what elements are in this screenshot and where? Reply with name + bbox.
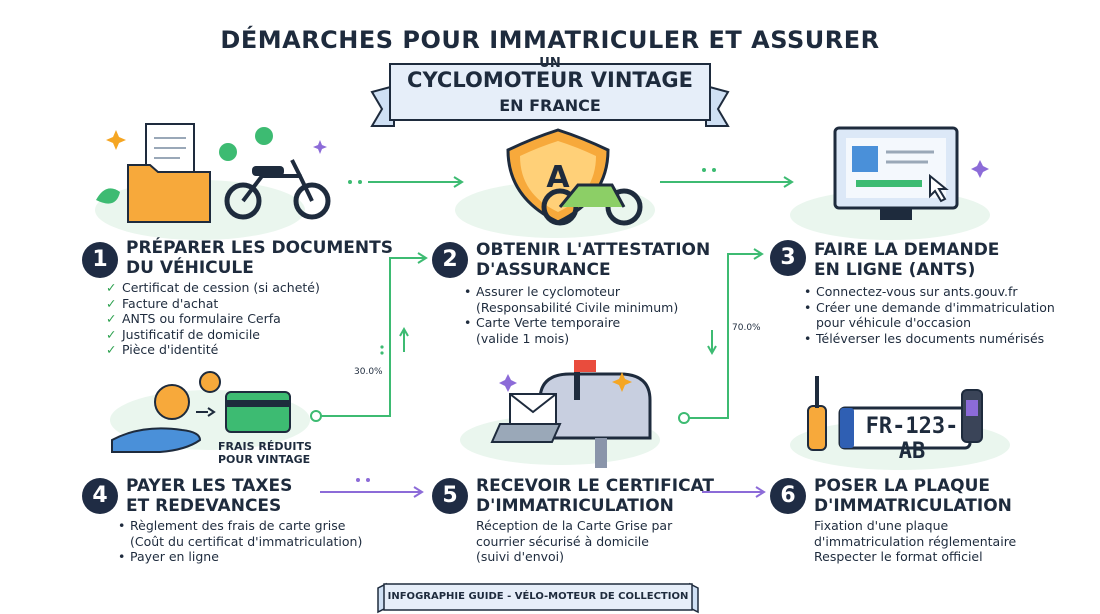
step-4-number: 4	[82, 478, 118, 514]
list-item: •Règlement des frais de carte grise (Coû…	[118, 518, 363, 549]
list-item: ✓ANTS ou formulaire Cerfa	[106, 311, 281, 326]
ribbon-line-3: EN FRANCE	[499, 96, 601, 115]
arrow-5-to-6-icon	[702, 486, 766, 498]
step-4-title: PAYER LES TAXES ET REDEVANCES	[126, 476, 293, 516]
list-item: •Créer une demande d'immatriculation pou…	[804, 299, 1055, 331]
ribbon-shape	[370, 63, 730, 127]
step-1-title: PRÉPARER LES DOCUMENTS DU VÉHICULE	[126, 238, 393, 278]
plate-tools-icon	[790, 376, 1010, 470]
step-5-text: Réception de la Carte Grise par courrier…	[476, 518, 673, 564]
arrow-1-to-2-icon	[348, 176, 464, 188]
step-6-number: 6	[770, 478, 806, 514]
list-item: ✓Certificat de cession (si acheté)	[106, 280, 320, 295]
mailbox-icon	[460, 360, 660, 468]
documents-folder-icon	[95, 123, 305, 240]
step-3-number: 3	[770, 240, 806, 276]
list-item: •Carte Verte temporaire (valide 1 mois)	[464, 315, 621, 346]
footer-ribbon-shape	[377, 582, 699, 614]
list-item: ✓Pièce d'identité	[106, 342, 219, 357]
footer-text: INFOGRAPHIE GUIDE - VÉLO-MOTEUR DE COLLE…	[387, 591, 689, 602]
step-1-number: 1	[82, 242, 118, 278]
ribbon-line-2: CYCLOMOTEUR VINTAGE	[407, 68, 693, 92]
step-2-number: 2	[432, 242, 468, 278]
plate-text: FR-123-AB	[865, 414, 959, 464]
list-item: •Connectez-vous sur ants.gouv.fr	[804, 284, 1018, 299]
step-6-title: POSER LA PLAQUE D'IMMATRICULATION	[814, 476, 1012, 516]
list-item: •Téléverser les documents numérisés	[804, 330, 1045, 346]
step-5-title: RECEVOIR LE CERTIFICAT D'IMMATRICULATION	[476, 476, 714, 516]
footer-ribbon: INFOGRAPHIE GUIDE - VÉLO-MOTEUR DE COLLE…	[378, 584, 698, 610]
step-5-number: 5	[432, 478, 468, 514]
list-item: •Assurer le cyclomoteur (Responsabilité …	[464, 284, 679, 315]
step-1-list: ✓Certificat de cession (si acheté) ✓Fact…	[106, 280, 320, 358]
arrow-2-to-3-icon	[660, 168, 794, 188]
page-title: DÉMARCHES POUR IMMATRICULER ET ASSURER	[220, 26, 880, 54]
title-ribbon: UN CYCLOMOTEUR VINTAGE EN FRANCE	[370, 52, 730, 130]
shield-letter: A	[546, 160, 570, 195]
vintage-note: FRAIS RÉDUITS POUR VINTAGE	[218, 440, 312, 466]
sparkle-icon	[106, 130, 989, 392]
arrow-4-to-5-icon	[320, 478, 424, 498]
list-item: ✓Facture d'achat	[106, 295, 219, 311]
percent-right-label: 70.0%	[732, 323, 761, 333]
step-2-title: OBTENIR L'ATTESTATION D'ASSURANCE	[476, 240, 711, 280]
moped-icon	[224, 159, 331, 220]
step-3-title: FAIRE LA DEMANDE EN LIGNE (ANTS)	[814, 240, 1000, 280]
step-2-list: •Assurer le cyclomoteur (Responsabilité …	[464, 284, 678, 346]
payment-icon	[110, 371, 310, 453]
list-item: •Payer en ligne	[118, 549, 219, 564]
arrow-5-to-3-icon	[678, 248, 764, 424]
percent-left-label: 30.0%	[354, 367, 383, 377]
step-3-list: •Connectez-vous sur ants.gouv.fr •Créer …	[804, 284, 1055, 346]
list-item: ✓Justificatif de domicile	[106, 326, 260, 342]
green-moped-icon	[541, 183, 643, 226]
arrow-4-to-2-icon	[310, 252, 428, 422]
step-4-list: •Règlement des frais de carte grise (Coû…	[118, 518, 362, 565]
step-6-text: Fixation d'une plaque d'immatriculation …	[814, 518, 1017, 564]
ribbon-line-1: UN	[539, 56, 561, 71]
monitor-icon	[790, 126, 990, 240]
